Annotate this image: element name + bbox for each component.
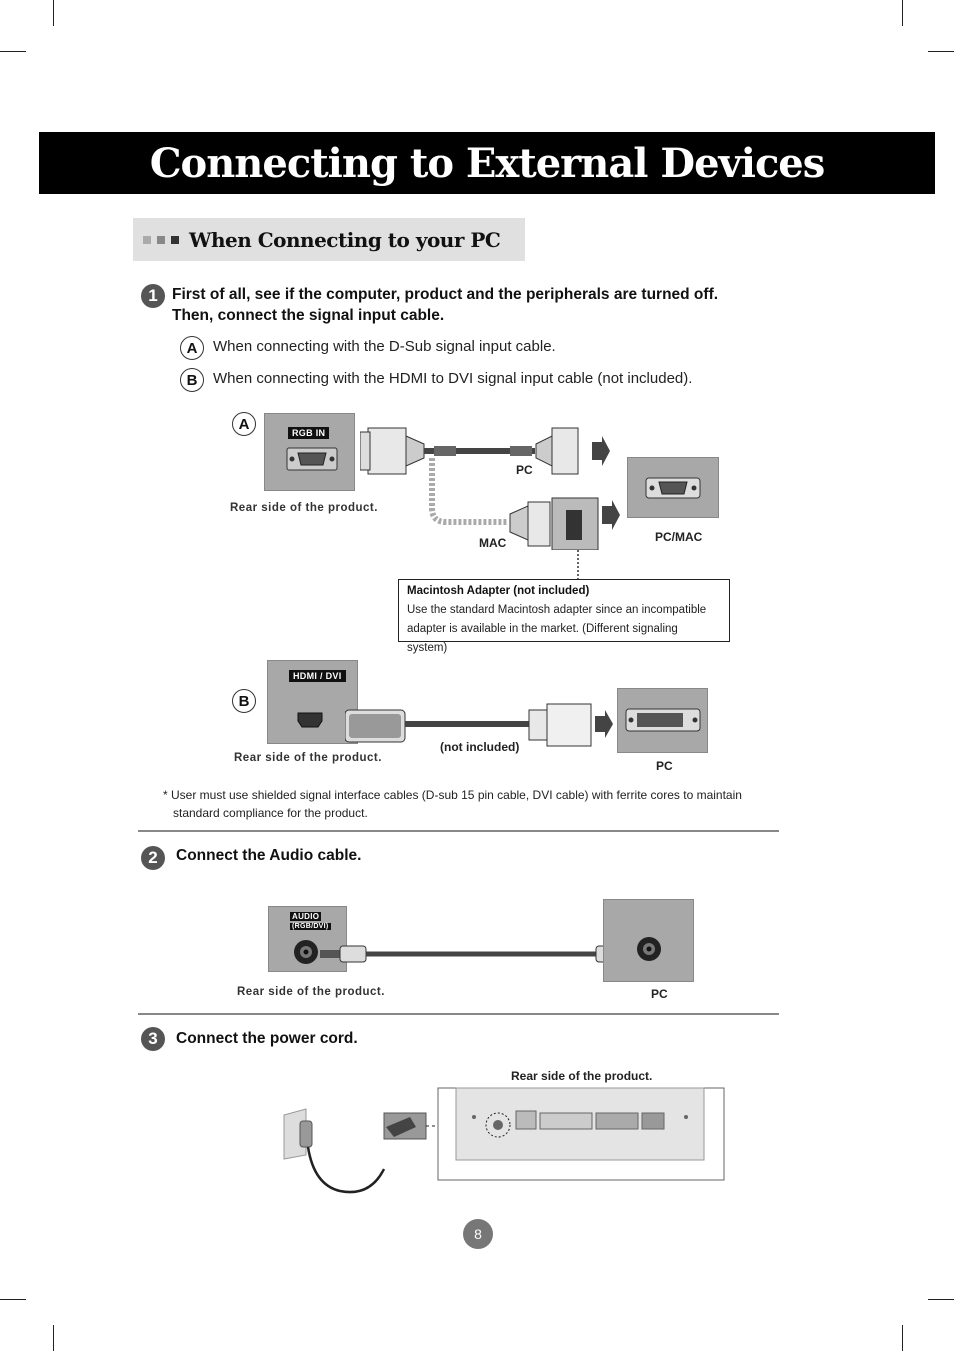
pc-mac-label: PC/MAC [655, 530, 703, 544]
crop-mark [53, 0, 54, 26]
dotted-pointer [577, 550, 579, 580]
audio-label: AUDIO [290, 912, 322, 921]
shielded-cable-note: * User must use shielded signal interfac… [163, 786, 783, 822]
adapter-line-2: adapter is available in the market. (Dif… [407, 623, 678, 654]
step-3-text: Connect the power cord. [176, 1030, 358, 1047]
step-1-line-2: Then, connect the signal input cable. [172, 307, 445, 324]
step-3-rear-caption: Rear side of the product. [511, 1069, 653, 1083]
crop-mark [53, 1325, 54, 1351]
audio-cable [320, 945, 640, 963]
hdmi-dvi-label: HDMI / DVI [289, 670, 346, 682]
audio-rgb-dvi-label: (RGB/DVI) [290, 923, 331, 930]
section-header: When Connecting to your PC [133, 218, 525, 261]
rear-panel-rgb: RGB IN [264, 413, 355, 491]
option-a-marker: A [180, 336, 204, 360]
section-title: When Connecting to your PC [189, 227, 501, 252]
note-line-2: standard compliance for the product. [173, 806, 368, 820]
bullet-square-icon [143, 235, 151, 244]
audio-jack-icon [294, 940, 318, 964]
dsub-cable-diagram [360, 427, 620, 550]
adapter-line-1: Use the standard Macintosh adapter since… [407, 604, 707, 616]
not-included-label: (not included) [440, 740, 520, 754]
step-1-line-1: First of all, see if the computer, produ… [172, 286, 719, 303]
crop-mark [902, 0, 903, 26]
page-title: Connecting to External Devices [39, 132, 935, 194]
diagram-a-marker: A [232, 412, 256, 436]
pc-mac-panel [627, 457, 719, 518]
diagram-a-rear-caption: Rear side of the product. [230, 502, 378, 514]
audio-jack-icon [637, 937, 661, 961]
crop-mark [902, 1325, 903, 1351]
mac-adapter-note: Macintosh Adapter (not included) Use the… [398, 579, 730, 654]
crop-mark [928, 51, 954, 52]
crop-mark [928, 1299, 954, 1300]
hdmi-dvi-cable [345, 703, 613, 747]
pc-label-audio: PC [651, 987, 668, 1001]
power-cord-diagram [283, 1087, 725, 1194]
crop-mark [0, 1299, 26, 1300]
step-number-3: 3 [141, 1027, 165, 1051]
divider [138, 1013, 779, 1015]
step-2-text: Connect the Audio cable. [176, 847, 362, 864]
pc-audio-panel [603, 899, 694, 982]
pc-label-b: PC [656, 759, 673, 773]
step-number-1: 1 [141, 284, 165, 308]
step-2-rear-caption: Rear side of the product. [237, 986, 385, 998]
hdmi-port-icon [297, 712, 323, 728]
adapter-title: Macintosh Adapter (not included) [407, 585, 590, 597]
bullet-square-icon [171, 235, 179, 244]
bullet-square-icon [157, 235, 165, 244]
step-number-2: 2 [141, 846, 165, 870]
option-b-marker: B [180, 368, 204, 392]
page-number: 8 [463, 1219, 493, 1249]
diagram-b-rear-caption: Rear side of the product. [234, 752, 382, 764]
divider [138, 830, 779, 832]
note-line-1: * User must use shielded signal interfac… [163, 788, 742, 802]
rear-panel-hdmi: HDMI / DVI [267, 660, 358, 744]
dsub-port-icon [286, 447, 338, 471]
dsub-port-icon [645, 477, 701, 499]
crop-mark [0, 51, 26, 52]
mac-label: MAC [479, 536, 507, 550]
option-a-text: When connecting with the D-Sub signal in… [213, 338, 556, 355]
dvi-port-icon [625, 708, 701, 732]
rgb-in-label: RGB IN [288, 427, 330, 439]
option-b-text: When connecting with the HDMI to DVI sig… [213, 370, 693, 387]
rear-panel-audio: AUDIO (RGB/DVI) [268, 906, 347, 972]
pc-label-a: PC [516, 463, 533, 477]
diagram-b-marker: B [232, 689, 256, 713]
pc-dvi-panel [617, 688, 708, 753]
